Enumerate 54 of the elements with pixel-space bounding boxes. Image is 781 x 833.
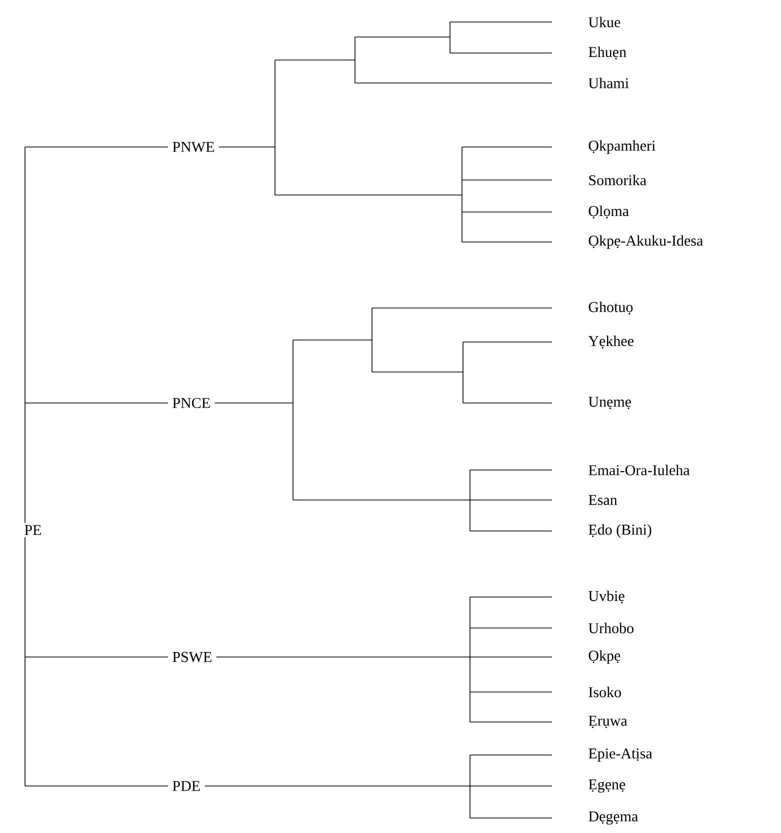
language-name: Uvbiẹ	[588, 590, 624, 604]
language-name: Esan	[588, 495, 618, 505]
language-name: Epie-Atịsa	[588, 748, 652, 762]
language-name: Ẹrụwa	[588, 716, 628, 728]
tree-branch-line	[470, 596, 552, 598]
tree-branch-line	[470, 530, 552, 532]
tree-branch-line	[462, 146, 552, 148]
tree-branch-line	[24, 146, 26, 404]
language-name: Ehuẹn	[588, 46, 626, 60]
tree-branch-line	[24, 656, 168, 658]
tree-branch-line	[354, 82, 552, 84]
tree-branch-line	[462, 342, 464, 372]
tree-branch-line	[462, 402, 552, 404]
language-name: Ukue	[588, 16, 620, 28]
language-name: Somorika	[589, 174, 646, 186]
language-name: Isoko	[588, 686, 621, 698]
tree-branch-line	[470, 656, 552, 658]
language-name: Yẹkhee	[588, 336, 634, 348]
tree-branch-line	[292, 402, 294, 500]
tree-branch-line	[24, 146, 168, 148]
tree-branch-line	[470, 754, 552, 756]
language-name: Ghotuọ	[588, 302, 633, 314]
language-name: Ọlọma	[588, 206, 629, 218]
tree-branch-line	[24, 402, 168, 404]
language-name: Ẹdo (Bini)	[588, 524, 652, 538]
language-name: Urhobo	[588, 622, 634, 634]
language-name: Ọkpẹ	[588, 650, 620, 664]
tree-branch-line	[24, 402, 26, 524]
tree-branch-line	[216, 656, 470, 658]
tree-branch-line	[274, 60, 276, 148]
language-name: Ẹgẹnẹ	[588, 779, 626, 793]
branch-name: PDE	[172, 781, 200, 791]
language-name: Emai-Ora-Iuleha	[588, 464, 690, 476]
tree-branch-line	[292, 340, 294, 404]
language-name: Unẹmẹ	[588, 396, 631, 410]
tree-branch-line	[354, 36, 356, 60]
tree-branch-line	[24, 536, 26, 658]
tree-branch-line	[274, 194, 462, 196]
branch-name: PNWE	[172, 142, 214, 152]
language-name: Ọkpamheri	[588, 140, 656, 154]
tree-branch-line	[462, 372, 464, 404]
tree-branch-line	[218, 146, 276, 148]
tree-branch-line	[274, 146, 276, 196]
language-name: Uhami	[588, 78, 629, 88]
tree-branch-line	[354, 60, 356, 84]
tree-branch-line	[24, 656, 26, 786]
tree-branch-line	[214, 402, 294, 404]
language-name: Dẹgẹma	[588, 811, 638, 825]
root-label: PE	[24, 525, 41, 535]
tree-branch-line	[354, 36, 450, 38]
branch-name: PNCE	[172, 398, 210, 408]
tree-branch-line	[450, 52, 552, 54]
language-name: Ọkpẹ-Akuku-Idesa	[588, 235, 703, 249]
branch-name: PSWE	[172, 652, 212, 662]
